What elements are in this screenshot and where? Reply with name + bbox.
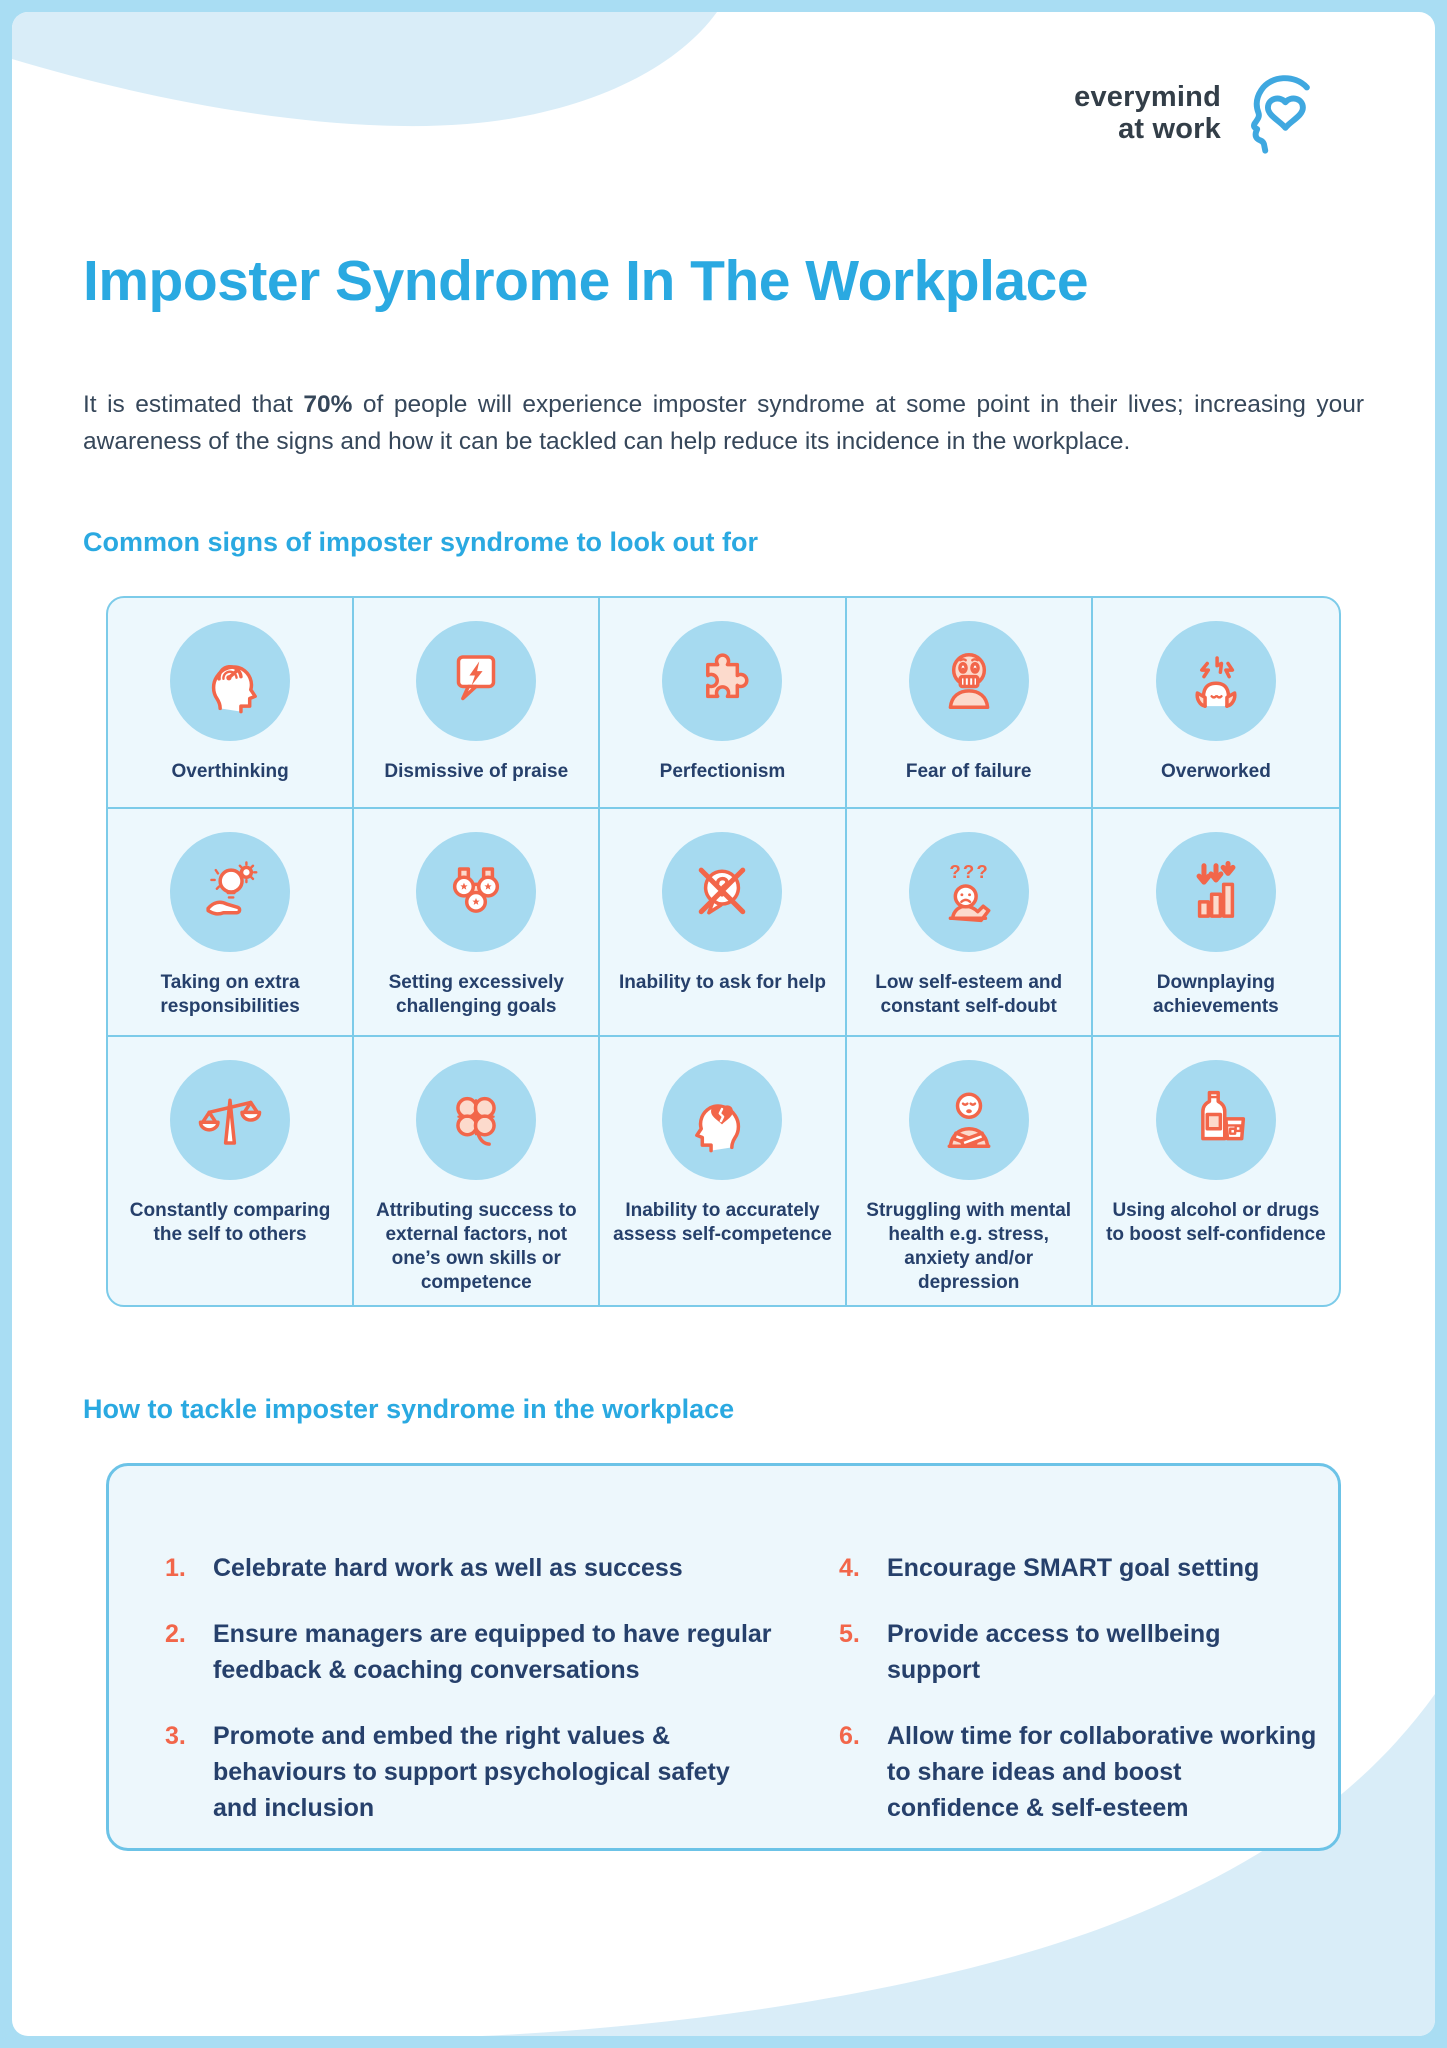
logo-line1: everymind [1074, 81, 1221, 113]
tackle-item-5: 5. Provide access to wellbeing support [839, 1616, 1317, 1688]
sign-cell-struggling-mental-health: Struggling with mental health e.g. stres… [847, 1037, 1093, 1305]
sign-label: Struggling with mental health e.g. stres… [866, 1200, 1072, 1293]
icon-circle [416, 621, 537, 741]
svg-text:???: ??? [949, 861, 990, 882]
icon-circle [416, 832, 537, 952]
header: everymind at work [12, 12, 1435, 158]
signs-heading: Common signs of imposter syndrome to loo… [83, 527, 759, 557]
icon-circle [662, 832, 783, 952]
item-text: Provide access to wellbeing support [887, 1620, 1221, 1684]
sign-cell-external-factors: Attributing success to external factors,… [354, 1037, 601, 1305]
sign-cell-comparing-self-to-others: Constantly comparing the self to others [108, 1037, 355, 1305]
sign-cell-extra-responsibilities: Taking on extra responsibilities [108, 809, 355, 1037]
sign-label: Dismissive of praise [384, 761, 569, 782]
sign-cell-overworked: Overworked [1092, 598, 1339, 809]
sign-label: Perfectionism [659, 761, 786, 782]
alcohol-bottle-glass-icon [1201, 1090, 1245, 1141]
item-number: 4. [839, 1554, 860, 1582]
mental-health-distressed-person-icon [947, 1092, 991, 1148]
sign-cell-low-self-esteem: ??? Low self-esteem and constant self-do… [846, 809, 1093, 1037]
item-number: 2. [165, 1620, 186, 1648]
sign-label: Attributing success to external factors,… [375, 1200, 577, 1293]
logo-wordmark: everymind at work [1074, 81, 1221, 145]
head-heart-logo-icon [1251, 75, 1310, 154]
intro-stat: 70% [303, 391, 353, 418]
sign-label: Constantly comparing the self to others [129, 1200, 331, 1245]
item-text: Promote and embed the right values & beh… [213, 1722, 730, 1822]
sign-cell-dismissive-of-praise: Dismissive of praise [354, 598, 601, 809]
tackle-item-1: 1. Celebrate hard work as well as succes… [165, 1550, 781, 1586]
tackle-item-3: 3. Promote and embed the right values & … [165, 1718, 781, 1826]
item-text: Allow time for collaborative working to … [887, 1722, 1317, 1822]
icon-circle [662, 1060, 783, 1180]
item-number: 1. [165, 1554, 186, 1582]
icon-circle [1155, 832, 1276, 952]
icon-circle [908, 621, 1029, 741]
sign-label: Using alcohol or drugs to boost self-con… [1106, 1200, 1326, 1245]
fear-of-failure-nail-biting-icon [948, 653, 990, 709]
sign-cell-overthinking: Overthinking [108, 598, 355, 809]
extra-responsibilities-hand-bulb-icon [206, 861, 258, 916]
sign-label: Inability to accurately assess self-comp… [613, 1200, 832, 1245]
sign-label: Fear of failure [905, 761, 1032, 782]
sign-cell-assess-self-competence: Inability to accurately assess self-comp… [600, 1037, 847, 1305]
icon-circle [170, 1060, 291, 1180]
item-text: Ensure managers are equipped to have reg… [213, 1620, 772, 1684]
tackle-column-left: 1. Celebrate hard work as well as succes… [165, 1550, 781, 1848]
icon-circle [416, 1060, 537, 1180]
tackle-column-right: 4. Encourage SMART goal setting 5. Provi… [839, 1550, 1317, 1848]
signs-grid: Overthinking Dismissive of praise [106, 596, 1341, 1307]
tackle-item-6: 6. Allow time for collaborative working … [839, 1718, 1317, 1826]
sign-label: Setting excessively challenging goals [388, 972, 564, 1017]
bottom-right-wave-decoration [482, 1694, 1435, 2036]
poster-page: everymind at work Imposter Syndrome In T… [12, 12, 1435, 2036]
overthinking-head-gauge-icon [211, 664, 257, 714]
tackle-item-2: 2. Ensure managers are equipped to have … [165, 1616, 781, 1688]
no-help-crossed-bubble-icon [699, 867, 746, 915]
sign-cell-alcohol-or-drugs: Using alcohol or drugs to boost self-con… [1093, 1037, 1339, 1305]
comparing-scales-icon [198, 1098, 262, 1145]
item-number: 5. [839, 1620, 860, 1648]
overworked-stressed-head-icon [1195, 656, 1237, 708]
intro-text-after: of people will experience imposter syndr… [83, 391, 1365, 455]
self-doubt-question-marks-icon: ??? [948, 861, 991, 923]
sign-label: Inability to ask for help [619, 972, 826, 993]
top-left-wave-decoration [12, 12, 717, 127]
sign-cell-challenging-goals: Setting excessively challenging goals [354, 809, 601, 1037]
tackle-box: 1. Celebrate hard work as well as succes… [106, 1463, 1341, 1851]
item-text: Celebrate hard work as well as success [213, 1554, 683, 1582]
sign-cell-inability-to-ask-for-help: Inability to ask for help [600, 809, 847, 1037]
icon-circle [170, 832, 291, 952]
logo-line2: at work [1118, 113, 1221, 145]
tackle-item-4: 4. Encourage SMART goal setting [839, 1550, 1317, 1586]
sign-label: Overthinking [171, 761, 289, 782]
icon-circle [908, 1060, 1029, 1180]
intro-paragraph: It is estimated that 70% of people will … [83, 386, 1364, 460]
challenging-goals-medals-icon [453, 867, 500, 913]
everymind-logo: everymind at work [1074, 68, 1319, 158]
icon-circle [1155, 621, 1276, 741]
downplaying-declining-bars-icon [1196, 861, 1236, 918]
sign-label: Overworked [1160, 761, 1271, 782]
tackle-heading: How to tackle imposter syndrome in the w… [83, 1394, 735, 1424]
sign-label: Taking on extra responsibilities [160, 972, 300, 1017]
item-number: 3. [165, 1722, 186, 1750]
perfectionism-puzzle-icon [706, 653, 749, 699]
intro-text-before: It is estimated that [83, 391, 304, 418]
sign-label: Downplaying achievements [1153, 972, 1279, 1017]
icon-circle: ??? [908, 832, 1029, 952]
assess-competence-broken-heart-head-icon [695, 1104, 741, 1153]
page-title: Imposter Syndrome In The Workplace [83, 249, 1089, 313]
icon-circle [170, 621, 291, 741]
sign-cell-perfectionism: Perfectionism [600, 598, 847, 809]
dismissive-speech-lightning-icon [457, 655, 496, 701]
item-number: 6. [839, 1722, 860, 1750]
sign-label: Low self-esteem and constant self-doubt [875, 972, 1063, 1017]
sign-cell-downplaying-achievements: Downplaying achievements [1092, 809, 1339, 1037]
icon-circle [662, 621, 783, 741]
item-text: Encourage SMART goal setting [887, 1554, 1260, 1582]
external-factors-clover-icon [456, 1096, 497, 1146]
icon-circle [1155, 1060, 1276, 1180]
sign-cell-fear-of-failure: Fear of failure [846, 598, 1093, 809]
